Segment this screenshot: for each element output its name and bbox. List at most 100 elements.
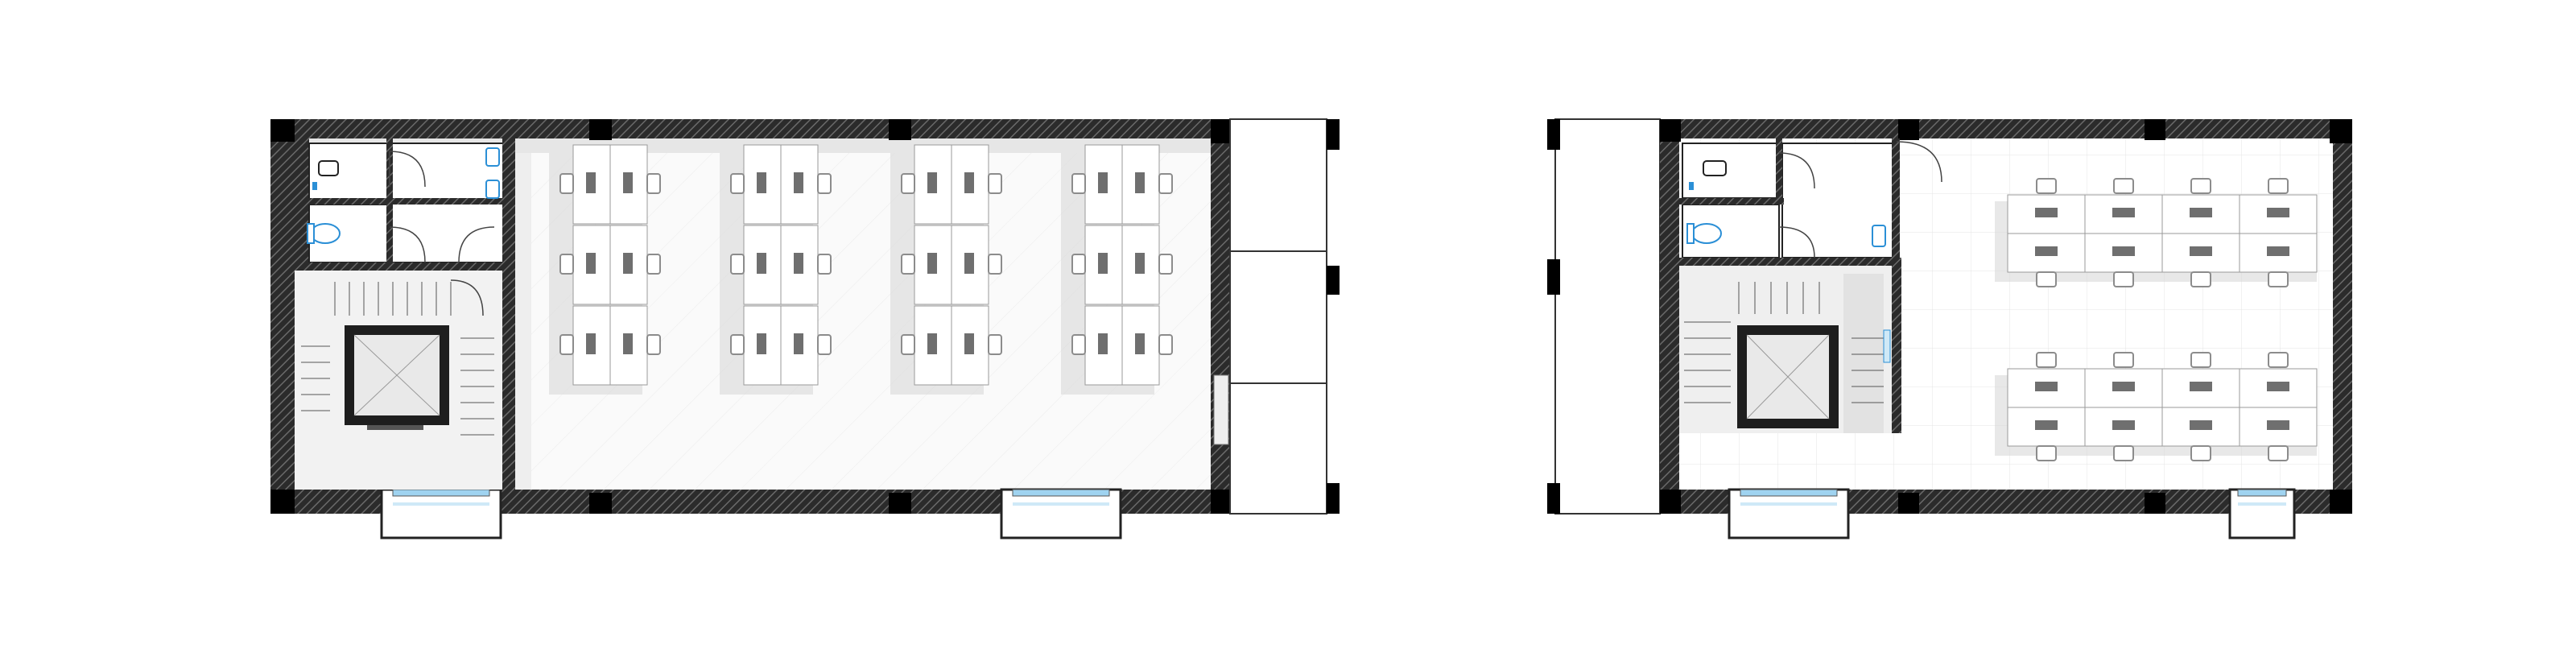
chair-icon: [1071, 334, 1086, 355]
sink-icon: [485, 147, 500, 199]
chair-icon: [646, 173, 661, 194]
column: [1211, 119, 1230, 143]
monitor-icon: [794, 172, 803, 193]
side-door[interactable]: [1213, 374, 1229, 445]
window-bay: [1728, 488, 1850, 539]
column: [1327, 483, 1340, 514]
chair-icon: [2036, 352, 2057, 368]
column: [1547, 483, 1560, 514]
column: [1211, 490, 1230, 514]
chair-icon: [988, 173, 1002, 194]
column: [1898, 493, 1919, 514]
chair-icon: [817, 173, 832, 194]
monitor-icon: [2112, 208, 2135, 217]
chair-icon: [2113, 352, 2134, 368]
monitor-icon: [1135, 172, 1145, 193]
desk-clusters: [1995, 178, 2318, 461]
chair-icon: [2036, 271, 2057, 287]
column: [1327, 266, 1340, 295]
monitor-icon: [623, 253, 633, 274]
chair-icon: [730, 254, 745, 275]
wall-right: [2333, 119, 2352, 514]
monitor-icon: [927, 253, 937, 274]
chair-icon: [2036, 445, 2057, 461]
chair-icon: [2268, 178, 2289, 194]
restroom-block: [295, 138, 515, 490]
monitor-icon: [1135, 333, 1145, 354]
desk-clusters: [549, 144, 1173, 395]
chair-icon: [901, 254, 915, 275]
chair-icon: [730, 334, 745, 355]
chair-icon: [1158, 173, 1173, 194]
monitor-icon: [623, 333, 633, 354]
chair-icon: [646, 254, 661, 275]
wall-top: [1660, 119, 2352, 138]
monitor-icon: [2267, 420, 2289, 430]
elevator-icon: [345, 325, 449, 430]
chair-icon: [559, 173, 574, 194]
chair-icon: [2268, 445, 2289, 461]
column: [1660, 119, 1681, 142]
column: [889, 119, 911, 140]
monitor-icon: [1098, 253, 1108, 274]
chair-icon: [559, 334, 574, 355]
exterior-frame: [1229, 118, 1327, 515]
monitor-icon: [757, 253, 766, 274]
side-door[interactable]: [1883, 329, 1891, 363]
column: [589, 493, 612, 514]
chair-icon: [2190, 178, 2211, 194]
monitor-icon: [2267, 246, 2289, 256]
chair-icon: [901, 173, 915, 194]
monitor-icon: [2267, 382, 2289, 391]
wall-right: [1211, 119, 1230, 514]
chair-icon: [2190, 352, 2211, 368]
monitor-icon: [927, 333, 937, 354]
chair-icon: [988, 334, 1002, 355]
sink-icon: [1872, 225, 1886, 247]
elevator-icon: [1737, 325, 1839, 428]
toilet-icon: [307, 223, 341, 244]
door-swing-icon: [1778, 141, 1942, 258]
monitor-icon: [757, 333, 766, 354]
chair-icon: [1158, 254, 1173, 275]
monitor-icon: [586, 333, 596, 354]
column: [1547, 119, 1560, 150]
column: [1327, 119, 1340, 150]
monitor-icon: [2112, 246, 2135, 256]
monitor-icon: [586, 172, 596, 193]
column: [2145, 493, 2165, 514]
column: [2330, 119, 2352, 143]
desk-icon: [2007, 194, 2086, 234]
monitor-icon: [964, 172, 974, 193]
column: [2330, 490, 2352, 514]
monitor-icon: [623, 172, 633, 193]
floor-plan-left: [270, 118, 1340, 539]
toilet-icon: [1686, 223, 1722, 244]
monitor-icon: [757, 172, 766, 193]
window-bay: [2228, 488, 2296, 539]
floor-plan-right: [1547, 118, 2352, 539]
columns: [270, 119, 1230, 514]
column: [889, 493, 911, 514]
chair-icon: [1071, 254, 1086, 275]
chair-icon: [2113, 178, 2134, 194]
wall-top: [270, 119, 1230, 138]
monitor-icon: [794, 253, 803, 274]
monitor-icon: [964, 333, 974, 354]
window-bay: [380, 488, 502, 539]
restroom-block: [1679, 138, 1901, 433]
monitor-icon: [964, 253, 974, 274]
chair-icon: [1071, 173, 1086, 194]
chair-icon: [901, 334, 915, 355]
monitor-icon: [1098, 172, 1108, 193]
monitor-icon: [927, 172, 937, 193]
column: [1898, 119, 1919, 140]
chair-icon: [2190, 271, 2211, 287]
column: [2145, 119, 2165, 140]
urinal-icon: [1689, 160, 1727, 190]
wall-left: [1660, 119, 1679, 514]
toilet-stall: [1682, 143, 1780, 199]
monitor-icon: [794, 333, 803, 354]
chair-icon: [2268, 271, 2289, 287]
